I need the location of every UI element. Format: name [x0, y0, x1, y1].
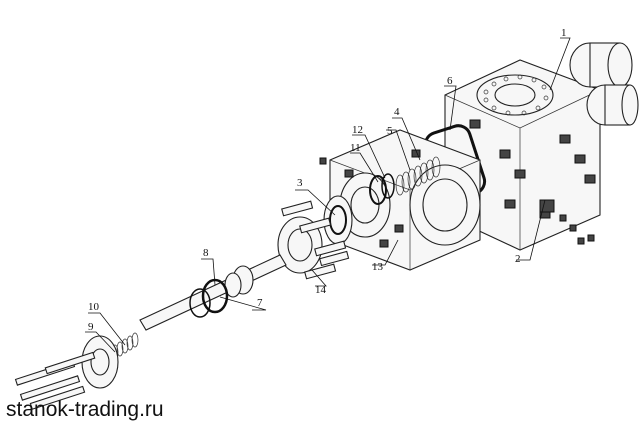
callout-5: 5 — [387, 125, 393, 137]
callout-7: 7 — [257, 297, 263, 309]
callout-8: 8 — [203, 247, 209, 259]
fittings — [319, 157, 595, 245]
callout-2: 2 — [515, 253, 521, 265]
leader-lines — [85, 37, 571, 353]
hub-part-14 — [277, 200, 350, 280]
intermediate-housing-part-13 — [329, 129, 481, 271]
callout-14: 14 — [315, 284, 327, 296]
callout-13: 13 — [372, 261, 384, 273]
callout-12: 12 — [352, 124, 363, 136]
callout-6: 6 — [447, 75, 453, 87]
springs-parts-4-5 — [395, 156, 441, 196]
end-cover-assembly — [14, 335, 119, 410]
callout-11: 11 — [350, 142, 361, 154]
callout-3: 3 — [297, 177, 303, 189]
actuator-cylinders — [569, 42, 639, 126]
callout-1: 1 — [561, 27, 567, 39]
callout-10: 10 — [88, 301, 100, 313]
callout-9: 9 — [88, 321, 94, 333]
callout-labels: 1 2 3 4 5 6 7 8 9 10 11 12 13 14 — [88, 27, 567, 333]
watermark-text: stanok-trading.ru — [6, 398, 164, 421]
shaft — [139, 254, 287, 331]
callout-4: 4 — [394, 106, 400, 118]
rings-parts-11-12 — [369, 173, 395, 205]
main-housing — [444, 59, 601, 251]
